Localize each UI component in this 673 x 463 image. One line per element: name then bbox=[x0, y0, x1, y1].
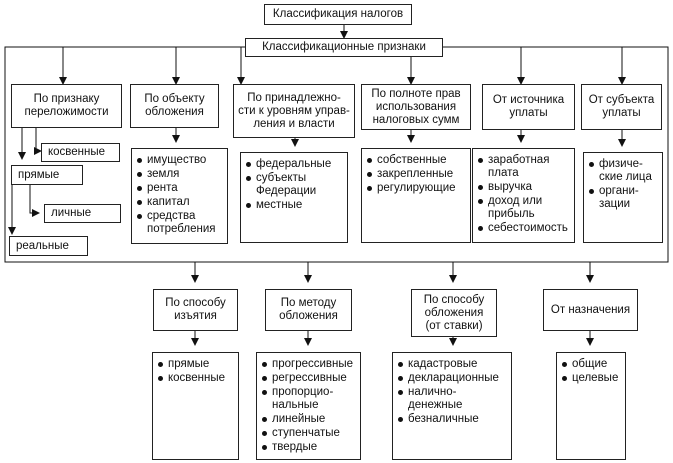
list-item: твердые bbox=[261, 441, 356, 454]
list-item: кадастровые bbox=[397, 358, 507, 371]
list-item: пропорцио- нальные bbox=[261, 386, 356, 412]
group-level-list: федеральные субъекты Федерации местные bbox=[240, 152, 348, 243]
list-item: земля bbox=[136, 168, 223, 181]
group-object-list: имущество земля рента капитал средства п… bbox=[131, 148, 228, 244]
list-item: средства потребления bbox=[136, 210, 223, 236]
list-item: местные bbox=[245, 199, 343, 212]
list-item: физиче- ские лица bbox=[588, 158, 658, 184]
title-box: Классификация налогов bbox=[264, 4, 412, 25]
list-item: субъекты Федерации bbox=[245, 172, 343, 198]
list-item: прогрессивные bbox=[261, 358, 356, 371]
indirect-box: косвенные bbox=[41, 143, 120, 162]
list-item: регрессивные bbox=[261, 372, 356, 385]
group-subject-header: От субъекта уплаты bbox=[581, 84, 662, 130]
list-item: целевые bbox=[561, 372, 621, 385]
group-level-header: По принадлежно- сти к уровням управ- лен… bbox=[233, 84, 355, 138]
list-item: безналичные bbox=[397, 413, 507, 426]
list-item: заработная плата bbox=[477, 154, 570, 180]
list-item: общие bbox=[561, 358, 621, 371]
group-purpose-list: общие целевые bbox=[556, 352, 626, 460]
group-withdrawal-header: По способу изъятия bbox=[153, 289, 238, 331]
real-box: реальные bbox=[9, 236, 88, 256]
list-item: косвенные bbox=[157, 372, 234, 385]
list-item: капитал bbox=[136, 196, 223, 209]
group-rate-list: кадастровые декларационные налично-денеж… bbox=[392, 352, 512, 460]
group-source-list: заработная плата выручка доход или прибы… bbox=[472, 148, 575, 243]
list-item: доход или прибыль bbox=[477, 195, 570, 221]
list-item: выручка bbox=[477, 181, 570, 194]
list-item: ступенчатые bbox=[261, 427, 356, 440]
list-item: себестоимость bbox=[477, 222, 570, 235]
group-rights-header: По полноте прав использования налоговых … bbox=[361, 84, 471, 130]
list-item: прямые bbox=[157, 358, 234, 371]
list-item: органи- зации bbox=[588, 185, 658, 211]
list-item: закрепленные bbox=[366, 168, 466, 181]
direct-box: прямые bbox=[11, 165, 83, 185]
group-object-header: По объекту обложения bbox=[130, 84, 219, 128]
signs-box: Классификационные признаки bbox=[245, 38, 443, 57]
list-item: декларационные bbox=[397, 372, 507, 385]
list-item: линейные bbox=[261, 413, 356, 426]
group-source-header: От источника уплаты bbox=[482, 84, 575, 130]
group-method-list: прогрессивные регрессивные пропорцио- на… bbox=[256, 352, 361, 460]
group-method-header: По методу обложения bbox=[265, 289, 352, 331]
group-withdrawal-list: прямые косвенные bbox=[152, 352, 239, 460]
group-rate-header: По способу обложения (от ставки) bbox=[411, 289, 497, 337]
list-item: собственные bbox=[366, 154, 466, 167]
group-subject-list: физиче- ские лица органи- зации bbox=[583, 152, 663, 243]
group-purpose-header: От назначения bbox=[543, 289, 638, 331]
list-item: регулирующие bbox=[366, 182, 466, 195]
signs-text: Классификационные признаки bbox=[262, 41, 426, 53]
title-text: Классификация налогов bbox=[272, 8, 404, 20]
personal-box: личные bbox=[44, 204, 121, 223]
list-item: рента bbox=[136, 182, 223, 195]
list-item: налично-денежные bbox=[397, 386, 507, 412]
list-item: имущество bbox=[136, 154, 223, 167]
list-item: федеральные bbox=[245, 158, 343, 171]
group-rights-list: собственные закрепленные регулирующие bbox=[361, 148, 471, 243]
group-shiftability-header: По признаку переложимости bbox=[11, 84, 122, 128]
